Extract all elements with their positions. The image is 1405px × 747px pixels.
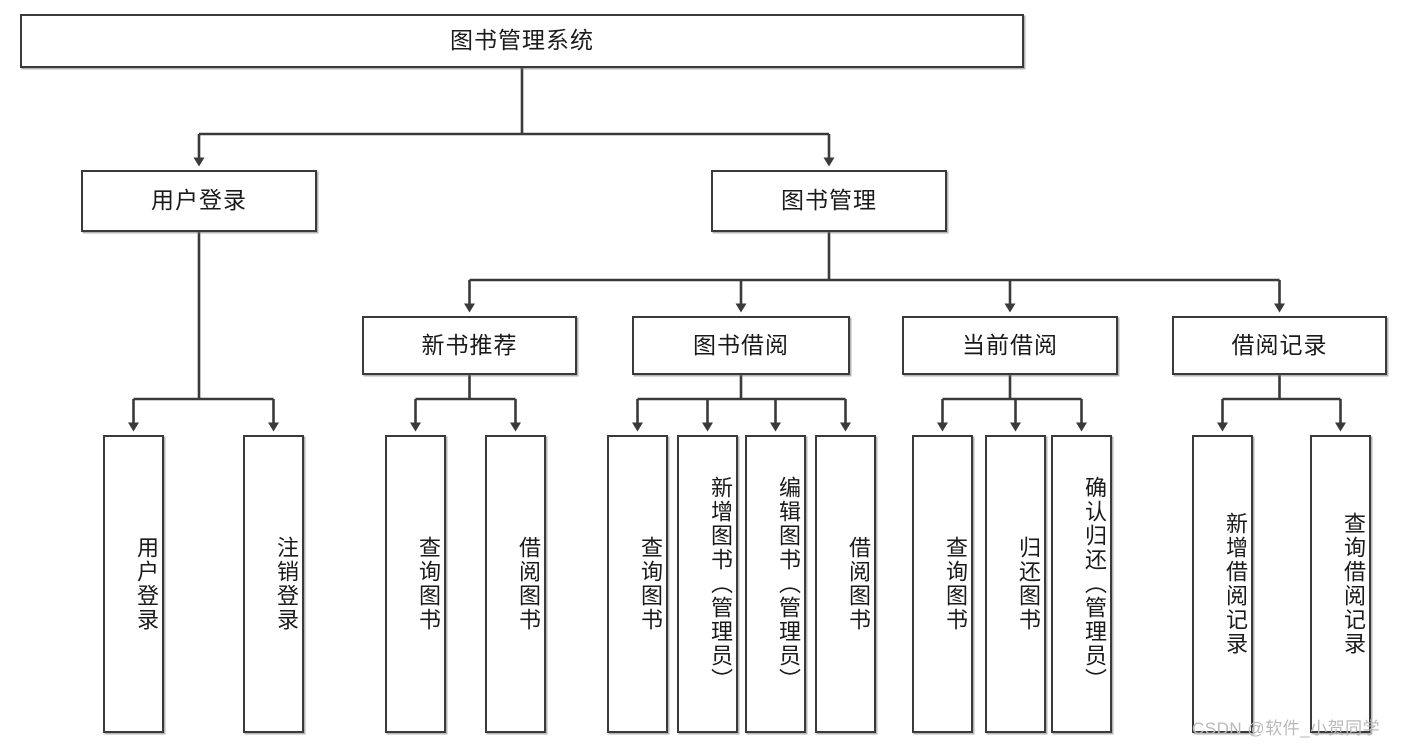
leaf-query-book-recommend[interactable]: 查询图书	[385, 435, 446, 733]
leaf-borrow-book[interactable]: 借阅图书	[815, 435, 876, 733]
node-book-manage[interactable]: 图书管理	[711, 170, 947, 232]
leaf-label: 查询图书	[416, 536, 441, 632]
leaf-add-book-admin[interactable]: 新增图书（管理员）	[677, 435, 738, 733]
leaf-add-borrow-record[interactable]: 新增借阅记录	[1192, 435, 1253, 733]
leaf-label: 借阅图书	[516, 536, 541, 632]
leaf-query-book[interactable]: 查询图书	[607, 435, 668, 733]
leaf-borrow-book-recommend[interactable]: 借阅图书	[485, 435, 546, 733]
leaf-label: 借阅图书	[846, 536, 871, 632]
node-user-login[interactable]: 用户登录	[81, 170, 317, 232]
leaf-label: 确认归还（管理员）	[1082, 476, 1107, 692]
leaf-label: 查询图书	[943, 536, 968, 632]
node-book-borrow[interactable]: 图书借阅	[632, 316, 850, 375]
leaf-query-book-current[interactable]: 查询图书	[912, 435, 973, 733]
leaf-label: 查询图书	[638, 536, 663, 632]
node-borrow-record[interactable]: 借阅记录	[1172, 316, 1387, 375]
leaf-logout-login[interactable]: 注销登录	[243, 435, 304, 733]
node-new-book-recommend[interactable]: 新书推荐	[362, 316, 577, 375]
leaf-label: 用户登录	[134, 536, 159, 632]
leaf-user-login[interactable]: 用户登录	[103, 435, 164, 733]
leaf-label: 编辑图书（管理员）	[776, 476, 801, 692]
node-root[interactable]: 图书管理系统	[20, 14, 1024, 68]
leaf-label: 注销登录	[274, 536, 299, 632]
leaf-label: 查询借阅记录	[1341, 512, 1366, 656]
leaf-label: 归还图书	[1016, 536, 1041, 632]
leaf-edit-book-admin[interactable]: 编辑图书（管理员）	[745, 435, 806, 733]
watermark: CSDN @软件_小贺同学	[1192, 719, 1381, 738]
leaf-label: 新增借阅记录	[1223, 512, 1248, 656]
leaf-label: 新增图书（管理员）	[708, 476, 733, 692]
leaf-return-book[interactable]: 归还图书	[985, 435, 1046, 733]
leaf-query-borrow-record[interactable]: 查询借阅记录	[1310, 435, 1371, 733]
node-current-borrow[interactable]: 当前借阅	[902, 316, 1118, 375]
leaf-confirm-return-admin[interactable]: 确认归还（管理员）	[1051, 435, 1112, 733]
